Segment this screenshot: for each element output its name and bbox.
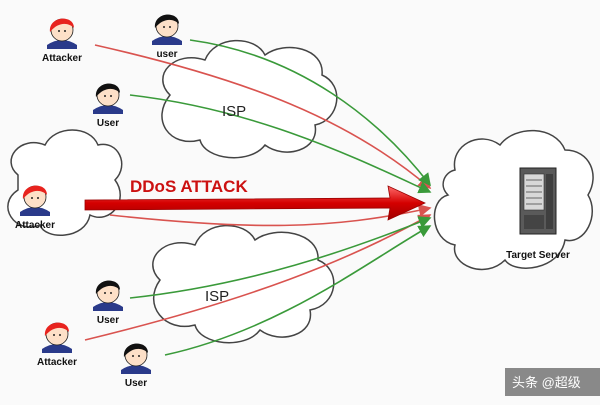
user-label: user: [156, 49, 177, 60]
user-label: User: [97, 118, 119, 129]
attacker-icon: [20, 185, 50, 216]
user-line-2: [129, 94, 432, 194]
target-server-label: Target Server: [506, 250, 570, 261]
attacker-icon: [47, 18, 77, 49]
attacker-figure: Attacker: [37, 322, 77, 368]
user-figure: User: [93, 83, 123, 129]
ddos-arrow: [84, 185, 426, 221]
user-icon: [93, 280, 123, 311]
attack-line-2: [84, 214, 432, 341]
user-line-3: [129, 216, 432, 299]
watermark: 头条 @超级: [512, 375, 581, 390]
user-figure: User: [121, 343, 151, 389]
isp-label-top: ISP: [222, 103, 246, 120]
isp-cloud-top: [161, 39, 338, 159]
user-line-1: [189, 39, 431, 187]
attacker-icon: [42, 322, 72, 353]
target-cloud: [433, 129, 594, 271]
user-lines: [129, 39, 432, 356]
user-icon: [121, 343, 151, 374]
user-icon: [152, 14, 182, 45]
user-label: User: [125, 378, 147, 389]
attack-line-1: [94, 44, 432, 190]
user-label: User: [97, 315, 119, 326]
attacker-label: Attacker: [15, 220, 55, 231]
isp-label-bottom: ISP: [205, 288, 229, 305]
server-icon: [519, 167, 557, 235]
user-figure: User: [93, 280, 123, 326]
user-line-4: [164, 225, 432, 356]
attack-line-3: [109, 204, 432, 227]
user-icon: [93, 83, 123, 114]
attacker-figure: Attacker: [15, 185, 55, 231]
diagram-title: DDoS ATTACK: [130, 177, 248, 196]
watermark-bg: [505, 368, 600, 396]
attacker-label: Attacker: [42, 53, 82, 64]
attacker-label: Attacker: [37, 357, 77, 368]
isp-cloud-bottom: [152, 224, 335, 344]
attacker-figure: Attacker: [42, 18, 82, 64]
user-figure: user: [152, 14, 182, 60]
